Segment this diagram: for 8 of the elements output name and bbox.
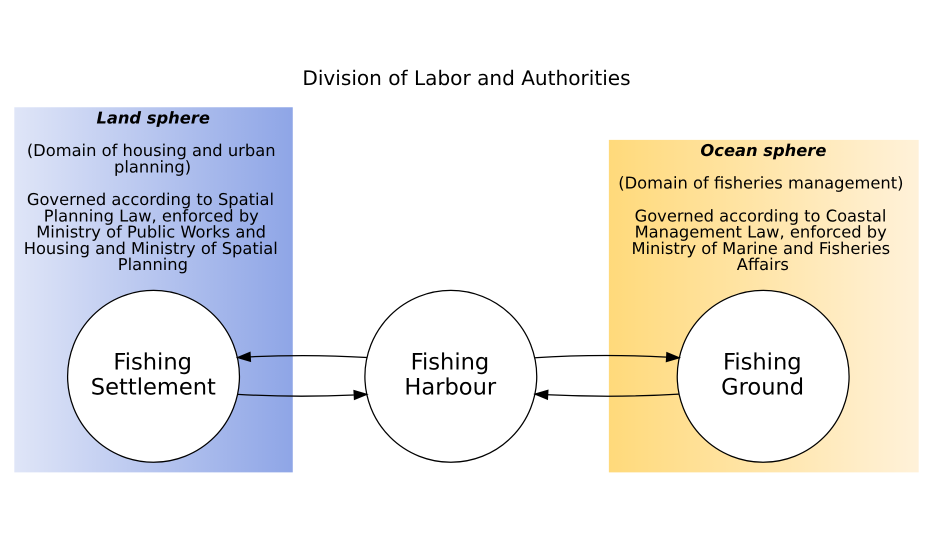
node-circle: Fishing Settlement	[66, 290, 240, 463]
arrow	[533, 390, 679, 400]
diagram-title: Division of Labor and Authorities	[302, 66, 631, 90]
node-circle: Fishing Harbour	[364, 290, 538, 463]
arrow	[238, 390, 369, 400]
arrow	[236, 352, 367, 362]
node-circle: Fishing Ground	[676, 290, 850, 463]
arrow	[535, 352, 682, 362]
